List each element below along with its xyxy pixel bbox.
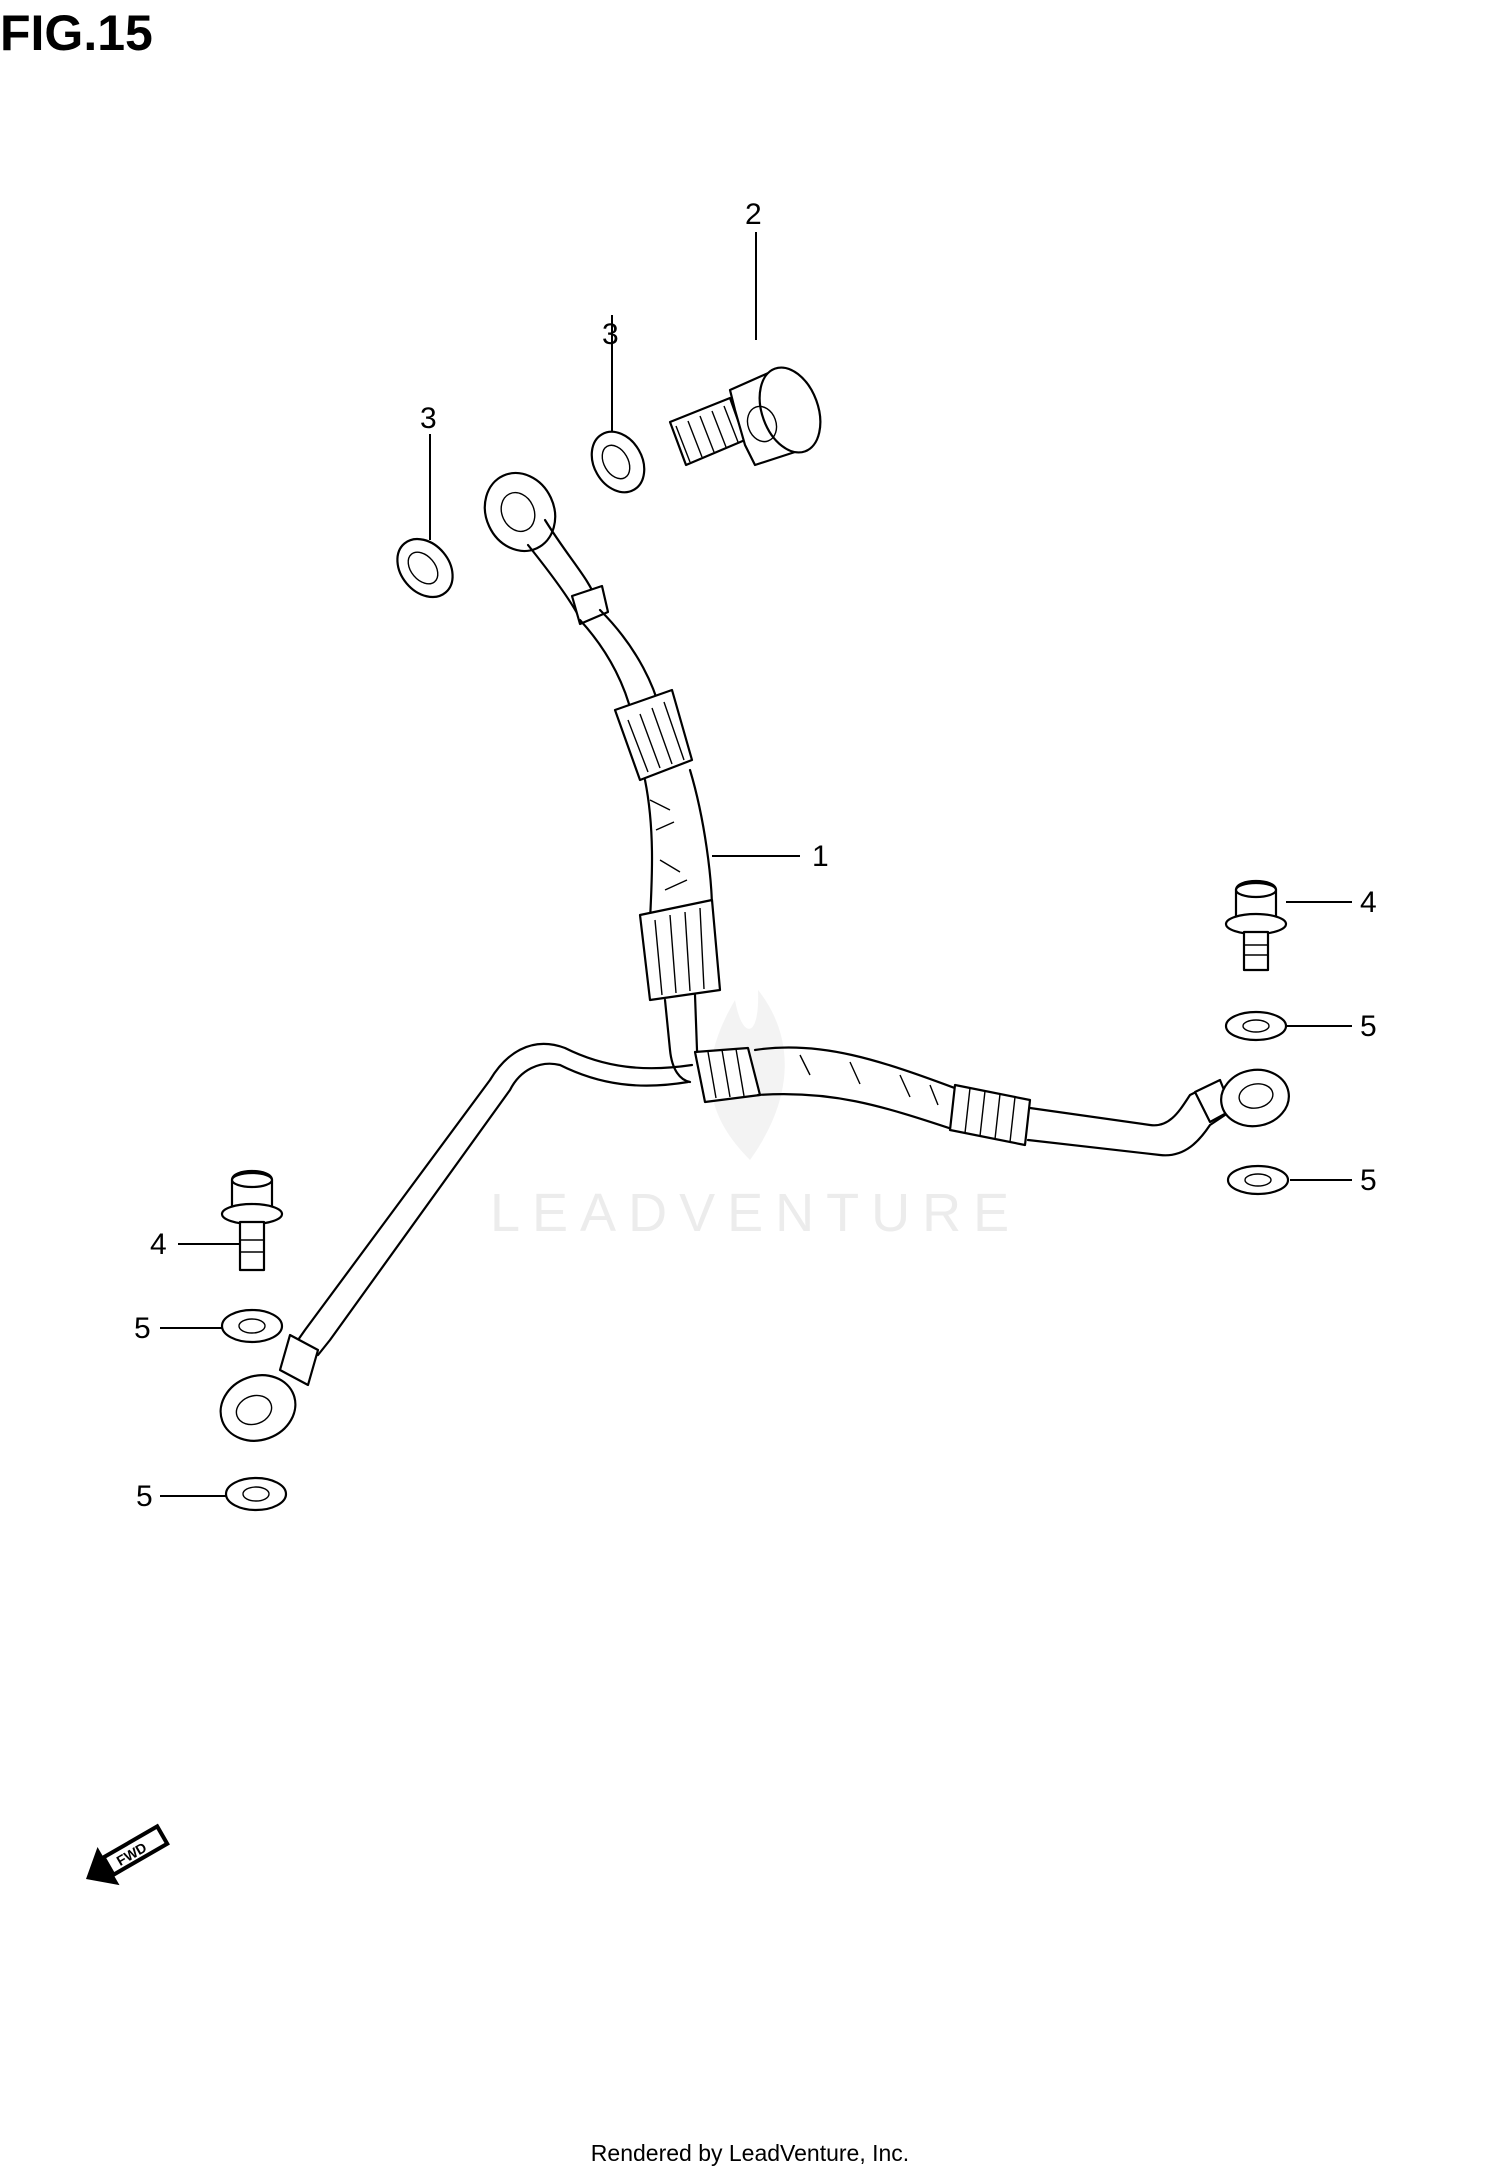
union-bolt-part[interactable] (668, 359, 831, 467)
callout-hose: 1 (812, 840, 829, 873)
clamp-left-upper-part[interactable] (220, 1308, 284, 1344)
clamp-left-lower-part[interactable] (224, 1476, 288, 1512)
fwd-arrow-icon: FWD (86, 1823, 170, 1886)
callout-clamp-left-upper: 5 (134, 1312, 151, 1345)
clamp-right-upper-part[interactable] (1224, 1010, 1288, 1042)
footer-credit: Rendered by LeadVenture, Inc. (590, 2140, 910, 2166)
bolt-right-part[interactable] (1224, 879, 1288, 972)
callout-gasket-upper-left: 3 (420, 402, 437, 435)
watermark-text: LEADVENTURE (490, 1183, 1022, 1243)
callout-union-bolt: 2 (745, 198, 762, 231)
gasket-upper-right-part[interactable] (581, 422, 655, 501)
callout-clamp-right-lower: 5 (1360, 1164, 1377, 1197)
brake-hose-part[interactable] (211, 461, 1293, 1451)
bolt-left-part[interactable] (220, 1169, 284, 1272)
callout-bolt-right: 4 (1360, 886, 1377, 919)
callout-bolt-left: 4 (150, 1228, 167, 1261)
callout-gasket-upper-right: 3 (602, 318, 619, 351)
gasket-upper-left-part[interactable] (386, 528, 464, 608)
callout-clamp-right-upper: 5 (1360, 1010, 1377, 1043)
callout-clamp-left-lower: 5 (136, 1480, 153, 1513)
clamp-right-lower-part[interactable] (1226, 1164, 1290, 1196)
figure-title: FIG.15 (0, 5, 153, 61)
